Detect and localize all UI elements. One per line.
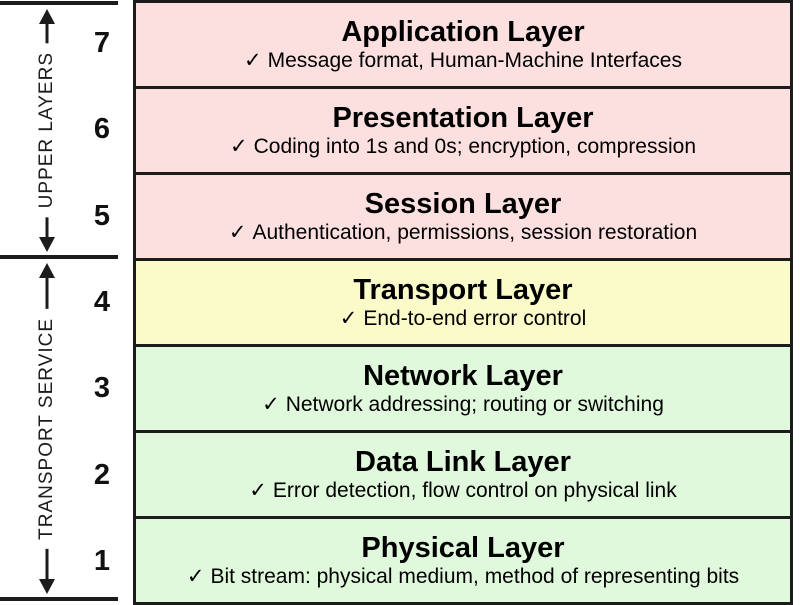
check-icon: ✓: [186, 565, 205, 589]
layer-number-4: 4: [93, 285, 111, 318]
layer-description: ✓Bit stream: physical medium, method of …: [187, 566, 739, 588]
layer-description: ✓Authentication, permissions, session re…: [229, 222, 697, 244]
layer-box-session: Session Layer ✓Authentication, permissio…: [136, 175, 790, 261]
upper-layers-label: UPPER LAYERS: [35, 43, 59, 218]
section-divider-middle: [0, 255, 118, 259]
check-icon: ✓: [244, 49, 262, 73]
layer-number-2: 2: [93, 458, 111, 491]
upper-layers-span-arrow: UPPER LAYERS: [32, 9, 62, 252]
layer-box-presentation: Presentation Layer ✓Coding into 1s and 0…: [136, 89, 790, 175]
transport-service-span-arrow: TRANSPORT SERVICE: [32, 263, 62, 594]
layer-box-data-link: Data Link Layer ✓Error detection, flow c…: [136, 433, 790, 519]
arrow-down-icon: [39, 237, 55, 252]
transport-service-label-wrap: TRANSPORT SERVICE: [32, 263, 62, 594]
section-divider-top: [0, 1, 118, 5]
check-icon: ✓: [228, 221, 247, 245]
arrow-down-icon: [39, 579, 55, 594]
layer-title: Application Layer: [341, 15, 585, 48]
check-icon: ✓: [339, 307, 358, 331]
layer-description: ✓Error detection, flow control on physic…: [249, 480, 676, 502]
layer-title: Physical Layer: [361, 531, 565, 564]
arrow-up-icon: [39, 263, 55, 278]
layer-description-text: Authentication, permissions, session res…: [252, 221, 698, 245]
arrow-up-icon: [39, 9, 55, 24]
layer-box-transport: Transport Layer ✓End-to-end error contro…: [136, 261, 790, 347]
layer-title: Network Layer: [363, 359, 563, 392]
layer-number-3: 3: [93, 372, 111, 405]
layer-title: Data Link Layer: [355, 445, 571, 478]
section-divider-bottom: [0, 597, 118, 601]
layer-description: ✓Message format, Human-Machine Interface…: [244, 50, 682, 72]
check-icon: ✓: [262, 393, 280, 417]
layer-description-text: Message format, Human-Machine Interfaces: [267, 49, 682, 73]
layer-number-7: 7: [93, 26, 111, 59]
layer-stack: Application Layer ✓Message format, Human…: [133, 0, 793, 605]
layer-description-text: Network addressing; routing or switching: [285, 393, 664, 417]
layer-number-5: 5: [93, 199, 111, 232]
check-icon: ✓: [249, 479, 267, 503]
layer-box-network: Network Layer ✓Network addressing; routi…: [136, 347, 790, 433]
layer-description: ✓End-to-end error control: [340, 308, 587, 330]
upper-layers-label-wrap: UPPER LAYERS: [32, 9, 62, 252]
layer-number-column: 7 6 5 4 3 2 1: [78, 0, 126, 605]
layer-box-physical: Physical Layer ✓Bit stream: physical med…: [136, 519, 790, 602]
layer-description-text: Bit stream: physical medium, method of r…: [210, 565, 740, 589]
layer-number-1: 1: [93, 545, 111, 578]
layer-description: ✓Coding into 1s and 0s; encryption, comp…: [230, 136, 696, 158]
check-icon: ✓: [229, 135, 248, 159]
left-gutter: UPPER LAYERS TRANSPORT SERVICE 7 6 5 4 3…: [0, 0, 133, 605]
layer-box-application: Application Layer ✓Message format, Human…: [136, 3, 790, 89]
layer-description-text: End-to-end error control: [363, 307, 587, 331]
layer-description: ✓Network addressing; routing or switchin…: [262, 394, 664, 416]
layer-title: Presentation Layer: [332, 101, 594, 134]
layer-number-6: 6: [93, 113, 111, 146]
layer-description-text: Error detection, flow control on physica…: [272, 479, 677, 503]
layer-description-text: Coding into 1s and 0s; encryption, compr…: [253, 135, 697, 159]
layer-title: Session Layer: [364, 187, 562, 220]
layer-title: Transport Layer: [353, 273, 573, 306]
transport-service-label: TRANSPORT SERVICE: [35, 308, 59, 549]
